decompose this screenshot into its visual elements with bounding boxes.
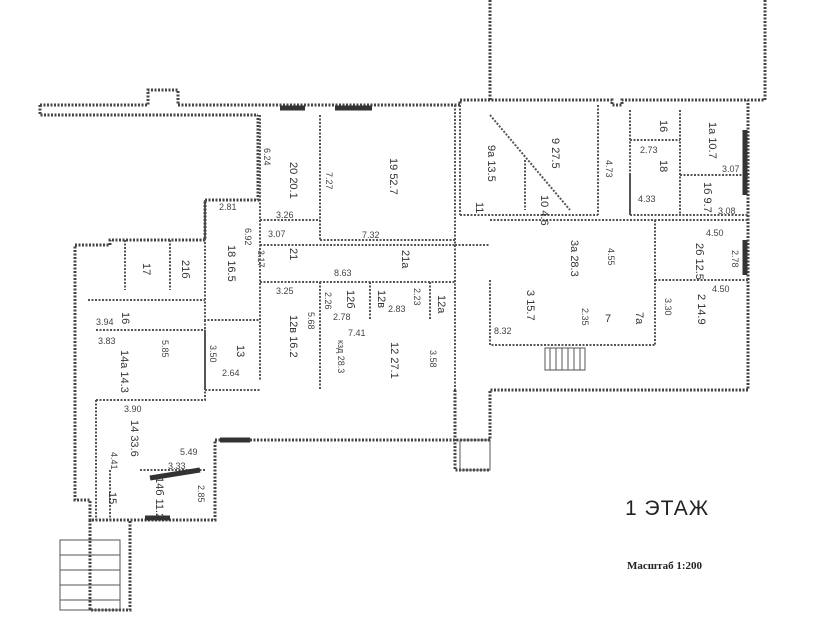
dim-label: 3.33 xyxy=(168,461,186,471)
room-2: 2 14.9 xyxy=(695,294,707,325)
dim-label: 3.08 xyxy=(718,206,736,216)
dim-label: 3.07 xyxy=(722,164,740,174)
room-21b: 21б xyxy=(179,260,191,279)
room-labels: 20 20.1 19 52.7 9a 13.5 9 27.5 10 4.6 11… xyxy=(106,120,718,519)
dim-label: 2.35 xyxy=(580,308,590,326)
room-17: 17 xyxy=(140,263,152,275)
room-12v-small: 12в xyxy=(375,290,387,308)
room-20: 20 20.1 xyxy=(287,162,299,199)
dim-label: 2.78 xyxy=(730,250,740,268)
dim-label: кзд 28.3 xyxy=(336,340,346,373)
dim-label: 3.26 xyxy=(276,210,294,220)
dim-label: 2.73 xyxy=(640,145,658,155)
room-3: 3 15.7 xyxy=(524,290,536,321)
dim-label: 6.92 xyxy=(243,228,253,246)
dim-label: 5.49 xyxy=(180,447,198,457)
room-14b: 14б 11.2 xyxy=(153,477,165,519)
room-21: 21 xyxy=(287,248,299,260)
floor-title: 1 ЭТАЖ xyxy=(625,497,710,520)
dim-label: 2.64 xyxy=(222,368,240,378)
room-3a: 3a 28.3 xyxy=(568,240,580,277)
dim-label: 2.78 xyxy=(333,312,351,322)
room-12a: 12a xyxy=(435,295,447,314)
room-16: 16 xyxy=(119,312,131,324)
dim-label: 4.41 xyxy=(109,452,119,470)
dim-label: 3.25 xyxy=(276,286,294,296)
dim-label: 4.73 xyxy=(604,160,614,178)
room-13: 13 xyxy=(234,345,246,357)
room-11: 11 xyxy=(473,202,485,213)
room-19: 19 52.7 xyxy=(387,158,399,195)
dim-label: 7.41 xyxy=(348,328,366,338)
room-2b: 2б 12.5 xyxy=(693,243,705,280)
dim-label: 3.07 xyxy=(268,229,286,239)
room-7: 7 xyxy=(605,313,611,325)
room-9: 9 27.5 xyxy=(549,138,561,169)
dim-label: 4.55 xyxy=(606,248,616,266)
dim-label: 4.50 xyxy=(706,228,724,238)
room-18: 18 16.5 xyxy=(225,245,237,282)
dim-label: 3.30 xyxy=(663,298,673,316)
dim-label: 2.85 xyxy=(196,485,206,503)
dim-label: 5.68 xyxy=(306,312,316,330)
dim-label: 8.63 xyxy=(334,268,352,278)
room-14a: 14a 14.3 xyxy=(118,350,130,393)
dim-label: 2.26 xyxy=(323,292,333,310)
room-7a: 7a xyxy=(633,312,645,325)
dim-label: 3.83 xyxy=(98,336,116,346)
dim-label: 3.94 xyxy=(96,317,114,327)
room-1b: 1б 9.7 xyxy=(701,182,713,213)
scale-label: Масштаб 1:200 xyxy=(627,560,703,572)
room-12v: 12в 16.2 xyxy=(287,315,299,358)
dim-label: 4.33 xyxy=(638,194,656,204)
room-21a: 21a xyxy=(399,250,411,269)
room-16b: 16 xyxy=(657,120,669,132)
room-14: 14 33.6 xyxy=(128,420,140,457)
room-12b: 12б xyxy=(344,290,356,309)
room-9a: 9a 13.5 xyxy=(485,145,497,182)
windows xyxy=(145,105,748,521)
dimension-labels: 6.24 3.26 7.27 7.32 2.81 6.92 3.07 3.17 … xyxy=(96,145,740,503)
dim-label: 7.32 xyxy=(362,230,380,240)
dim-label: 3.58 xyxy=(428,350,438,368)
dim-label: 3.90 xyxy=(124,404,142,414)
dim-label: 5.85 xyxy=(160,340,170,358)
dim-label: 2.83 xyxy=(388,304,406,314)
stairs xyxy=(59,347,586,611)
room-10: 10 4.6 xyxy=(538,195,550,226)
dim-label: 8.32 xyxy=(494,326,512,336)
room-12: 12 27.1 xyxy=(388,342,400,379)
dim-label: 3.17 xyxy=(256,250,266,268)
dim-label: 2.81 xyxy=(219,202,237,212)
dim-label: 4.50 xyxy=(712,284,730,294)
dim-label: 6.24 xyxy=(262,148,272,166)
dim-label: 7.27 xyxy=(324,172,334,190)
dim-label: 3.50 xyxy=(208,345,218,363)
room-1a: 1a 10.7 xyxy=(706,122,718,159)
room-15: 15 xyxy=(106,492,118,504)
dim-label: 2.23 xyxy=(412,288,422,306)
interior-walls xyxy=(88,105,748,520)
room-18b: 18 xyxy=(657,160,669,172)
